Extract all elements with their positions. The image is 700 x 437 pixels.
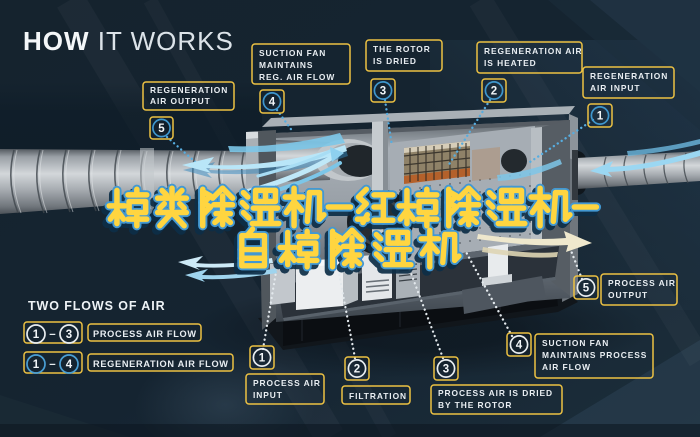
svg-text:3: 3 [380,86,386,98]
svg-text:PROCESS AIR FLOW: PROCESS AIR FLOW [93,329,197,339]
svg-text:3: 3 [66,329,72,341]
svg-text:5: 5 [158,123,165,135]
svg-text:IS DRIED: IS DRIED [373,56,417,66]
svg-text:BY THE ROTOR: BY THE ROTOR [438,400,512,410]
svg-text:4: 4 [516,340,523,352]
svg-text:THE ROTOR: THE ROTOR [373,44,431,54]
svg-text:REGENERATION AIR: REGENERATION AIR [484,46,583,56]
svg-text:REG. AIR FLOW: REG. AIR FLOW [259,72,335,82]
svg-text:PROCESS AIR IS DRIED: PROCESS AIR IS DRIED [438,388,553,398]
svg-text:PROCESS AIR: PROCESS AIR [608,278,676,288]
svg-text:1: 1 [259,353,266,365]
svg-text:AIR OUTPUT: AIR OUTPUT [150,96,211,106]
svg-text:TWO FLOWS OF AIR: TWO FLOWS OF AIR [28,299,166,313]
svg-text:MAINTAINS: MAINTAINS [259,60,313,70]
svg-text:1: 1 [33,329,40,341]
svg-text:REGENERATION: REGENERATION [150,85,228,95]
svg-text:AIR FLOW: AIR FLOW [542,362,591,372]
svg-text:SUCTION FAN: SUCTION FAN [259,48,326,58]
svg-text:AIR INPUT: AIR INPUT [590,83,640,93]
svg-text:OUTPUT: OUTPUT [608,290,648,300]
svg-text:FILTRATION: FILTRATION [349,391,407,401]
svg-text:1: 1 [597,111,604,123]
svg-text:5: 5 [583,283,590,295]
svg-text:REGENERATION: REGENERATION [590,71,668,81]
svg-text:4: 4 [269,97,276,109]
svg-text:INPUT: INPUT [253,390,283,400]
svg-text:PROCESS AIR: PROCESS AIR [253,378,321,388]
svg-text:3: 3 [443,364,449,376]
svg-text:–: – [49,329,56,341]
svg-text:MAINTAINS PROCESS: MAINTAINS PROCESS [542,350,647,360]
svg-text:2: 2 [354,364,360,376]
svg-text:4: 4 [66,359,73,371]
svg-text:SUCTION FAN: SUCTION FAN [542,338,609,348]
svg-text:2: 2 [491,86,497,98]
svg-text:1: 1 [33,359,40,371]
svg-text:IS HEATED: IS HEATED [484,58,537,68]
svg-text:HOW IT WORKS: HOW IT WORKS [23,26,234,56]
svg-text:–: – [49,359,56,371]
svg-text:REGENERATION AIR FLOW: REGENERATION AIR FLOW [93,359,229,369]
